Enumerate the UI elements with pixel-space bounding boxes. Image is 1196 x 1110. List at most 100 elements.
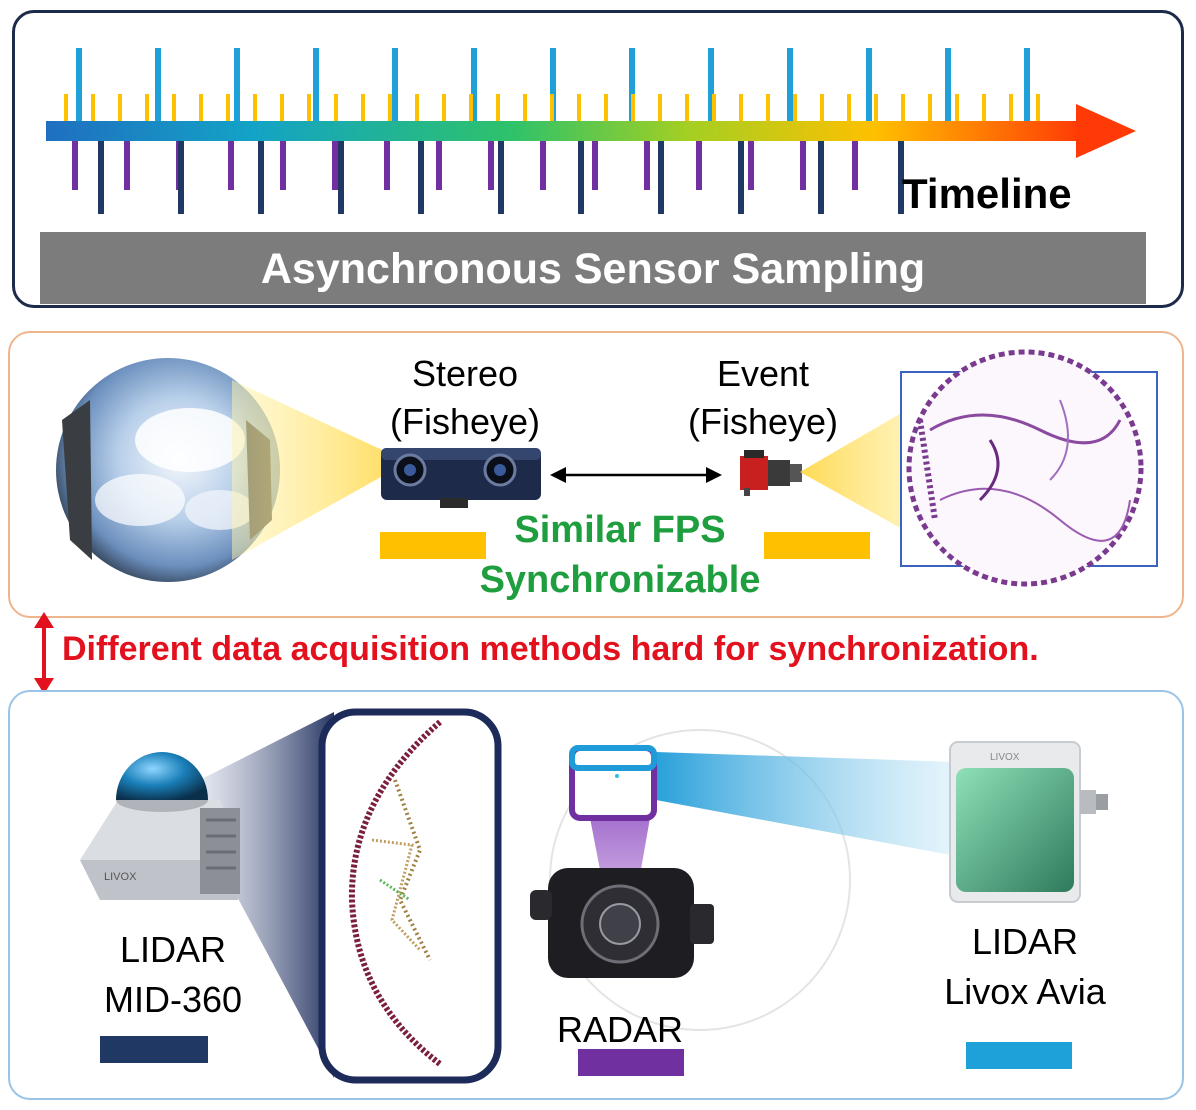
timeline-graphic: [46, 48, 1136, 214]
camera-tick: [496, 94, 500, 124]
stereo-swatch: [380, 532, 486, 559]
camera-tick: [307, 94, 311, 124]
avia-view-beam: [656, 752, 956, 856]
camera-tick: [253, 94, 257, 124]
lidar-mid360-icon: LIVOX: [80, 752, 240, 900]
mid360-swatch: [100, 1036, 208, 1063]
camera-tick: [604, 94, 608, 124]
lidar-mid360-tick: [658, 138, 664, 214]
camera-tick: [226, 94, 230, 124]
panel-link-arrow: [34, 612, 54, 694]
lidar-avia-tick: [76, 48, 82, 124]
camera-tick: [172, 94, 176, 124]
lidar-mid360-tick: [818, 138, 824, 214]
radar-icon: [530, 868, 714, 978]
lidar-avia-tick: [313, 48, 319, 124]
camera-tick: [1009, 94, 1013, 124]
event-frame-image: [900, 349, 1158, 587]
radar-frame-image: [569, 745, 657, 821]
event-label-line2: (Fisheye): [687, 401, 839, 442]
camera-tick: [145, 94, 149, 124]
mid360-brand: LIVOX: [104, 871, 137, 883]
timeline-arrow-head: [1076, 104, 1136, 158]
camera-tick: [388, 94, 392, 124]
lidar-avia-samples: [76, 48, 1030, 124]
sync-line2: Synchronizable: [479, 559, 761, 601]
radar-tick: [852, 138, 858, 190]
camera-tick: [685, 94, 689, 124]
lidar-avia-tick: [1024, 48, 1030, 124]
lidar-mid360-tick: [98, 138, 104, 214]
radar-tick: [696, 138, 702, 190]
radar-tick: [280, 138, 286, 190]
avia-swatch: [966, 1042, 1072, 1069]
lidar-mid360-tick: [578, 138, 584, 214]
camera-tick: [793, 94, 797, 124]
camera-tick: [658, 94, 662, 124]
lidar-mid360-tick: [498, 138, 504, 214]
fisheye-sky-image: [56, 358, 280, 582]
lidar-mid360-tick: [178, 138, 184, 214]
camera-graphics: [56, 349, 1158, 587]
camera-tick: [118, 94, 122, 124]
camera-tick: [415, 94, 419, 124]
camera-tick: [739, 94, 743, 124]
camera-tick: [766, 94, 770, 124]
camera-tick: [847, 94, 851, 124]
sync-text: Similar FPS Synchronizable: [420, 508, 820, 602]
lidar-mid360-tick: [898, 138, 904, 214]
radar-tick: [644, 138, 650, 190]
camera-tick: [334, 94, 338, 124]
avia-label: LIDAR Livox Avia: [900, 920, 1150, 1014]
camera-tick: [712, 94, 716, 124]
mid360-label: LIDAR MID-360: [78, 928, 268, 1022]
camera-tick: [91, 94, 95, 124]
stereo-label: Stereo (Fisheye): [370, 352, 560, 444]
camera-tick: [280, 94, 284, 124]
camera-tick: [982, 94, 986, 124]
radar-swatch: [578, 1049, 684, 1076]
camera-samples: [64, 94, 1040, 124]
radar-tick: [540, 138, 546, 190]
lidar-avia-tick: [787, 48, 793, 124]
lidar-avia-tick: [629, 48, 635, 124]
camera-tick: [361, 94, 365, 124]
stereo-label-line1: Stereo: [411, 353, 519, 394]
camera-tick: [469, 94, 473, 124]
sync-double-arrow: [550, 467, 722, 483]
radar-label: RADAR: [556, 1009, 684, 1050]
camera-tick: [955, 94, 959, 124]
stereo-view-beam: [232, 380, 408, 560]
camera-tick: [1036, 94, 1040, 124]
radar-tick: [228, 138, 234, 190]
lidar-avia-icon: LIVOX: [949, 741, 1108, 903]
timeline-label: Timeline: [902, 170, 1072, 217]
avia-brand: LIVOX: [990, 752, 1020, 763]
radar-tick: [384, 138, 390, 190]
point-cloud-image: [318, 708, 502, 1084]
lidar-avia-tick: [234, 48, 240, 124]
event-label-line1: Event: [716, 353, 810, 394]
lidar-avia-tick: [550, 48, 556, 124]
lidar-mid360-tick: [338, 138, 344, 214]
radar-tick: [124, 138, 130, 190]
lidar-avia-tick: [866, 48, 872, 124]
camera-tick: [577, 94, 581, 124]
camera-tick: [64, 94, 68, 124]
lidar-avia-tick: [392, 48, 398, 124]
radar-tick: [332, 138, 338, 190]
radar-tick: [488, 138, 494, 190]
lidar-avia-tick: [471, 48, 477, 124]
lidar-avia-tick: [945, 48, 951, 124]
stereo-label-line2: (Fisheye): [389, 401, 541, 442]
camera-tick: [631, 94, 635, 124]
camera-tick: [874, 94, 878, 124]
camera-tick: [550, 94, 554, 124]
event-label: Event (Fisheye): [668, 352, 858, 444]
lidar-avia-tick: [155, 48, 161, 124]
timeline-arrow-shaft: [46, 121, 1082, 141]
sync-line1: Similar FPS: [514, 509, 726, 551]
lidar-avia-tick: [708, 48, 714, 124]
camera-tick: [523, 94, 527, 124]
